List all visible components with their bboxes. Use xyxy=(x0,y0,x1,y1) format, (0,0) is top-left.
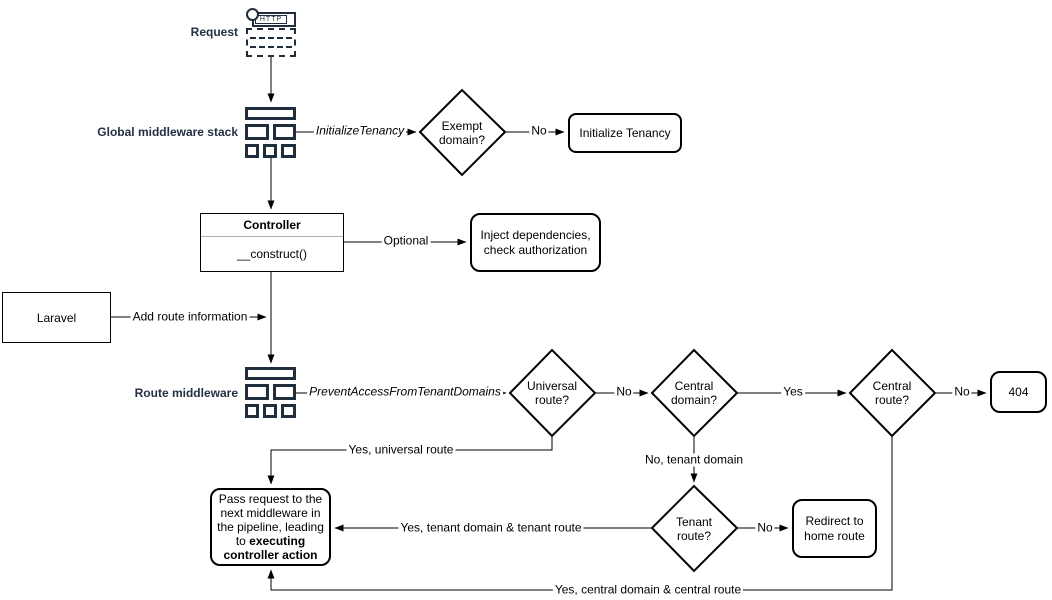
not-found-404-node: 404 xyxy=(990,371,1047,413)
decision-tenant-route-shape xyxy=(650,484,739,573)
laravel-node: Laravel xyxy=(2,292,111,343)
edge-label-yes-central-domain: Yes xyxy=(781,384,805,399)
edge-label-initialize-tenancy-middleware: InitializeTenancy xyxy=(313,123,407,138)
stack-block xyxy=(281,404,296,418)
redirect-home-route-node: Redirect to home route xyxy=(792,499,877,558)
http-label: HTTP xyxy=(255,15,287,24)
decision-central-domain-shape xyxy=(650,348,739,438)
edge-label-no-central-route: No xyxy=(952,384,972,399)
stack-block xyxy=(245,384,269,400)
edge-label-yes-central-route: Yes, central domain & central route xyxy=(552,582,744,597)
decision-exempt-domain-shape xyxy=(418,88,507,177)
request-label: Request xyxy=(190,25,238,39)
decision-central-route-label: Central route? xyxy=(872,379,912,407)
decision-exempt-domain-label: Exempt domain? xyxy=(438,119,486,147)
edge-label-prevent-access-middleware: PreventAccessFromTenantDomains xyxy=(307,384,503,399)
edge-label-add-route-information: Add route information xyxy=(130,309,250,324)
http-request-icon: HTTP xyxy=(246,8,296,57)
controller-title: Controller xyxy=(243,218,301,232)
http-request-body-line xyxy=(250,37,292,39)
http-request-body-line xyxy=(250,46,292,48)
pass-request-text: Pass request to the next middleware in t… xyxy=(217,492,324,562)
decision-central-domain-label: Central domain? xyxy=(670,379,718,407)
stack-block xyxy=(245,367,296,380)
controller-node: Controller __construct() xyxy=(200,213,344,272)
edge-label-no-tenant-route: No xyxy=(755,520,775,535)
edge-label-yes-tenant-route: Yes, tenant domain & tenant route xyxy=(398,520,584,535)
decision-tenant-route-label: Tenant route? xyxy=(675,515,713,543)
stack-block xyxy=(263,144,277,158)
initialize-tenancy-node: Initialize Tenancy xyxy=(568,113,682,153)
controller-construct-member: __construct() xyxy=(236,247,308,261)
stack-block xyxy=(281,144,296,158)
edge-label-no-universal: No xyxy=(614,384,634,399)
stack-block xyxy=(245,144,259,158)
route-middleware-label: Route middleware xyxy=(134,386,238,400)
edge-label-yes-universal-route: Yes, universal route xyxy=(346,442,456,457)
decision-universal-route-label: Universal route? xyxy=(526,379,577,407)
middleware-stack-icon xyxy=(245,367,296,418)
edge-label-no-tenant-domain: No, tenant domain xyxy=(642,452,746,467)
stack-block xyxy=(245,107,296,120)
pass-request-node: Pass request to the next middleware in t… xyxy=(210,488,331,566)
stack-block xyxy=(245,404,259,418)
decision-universal-route-shape xyxy=(508,348,597,438)
decision-central-route-shape xyxy=(848,348,937,438)
controller-divider xyxy=(201,236,343,237)
http-request-body xyxy=(246,28,296,57)
inject-dependencies-node: Inject dependencies, check authorization xyxy=(470,213,601,272)
edge-label-no-exempt: No xyxy=(529,123,549,138)
middleware-stack-icon xyxy=(245,107,296,158)
edge-label-optional: Optional xyxy=(381,233,431,248)
stack-block xyxy=(273,124,296,140)
stack-block xyxy=(263,404,277,418)
stack-block xyxy=(273,384,296,400)
pass-request-bold-text: executing controller action xyxy=(223,534,318,562)
http-request-circle-icon xyxy=(246,8,259,21)
global-middleware-label: Global middleware stack xyxy=(97,125,238,139)
stack-block xyxy=(245,124,269,140)
